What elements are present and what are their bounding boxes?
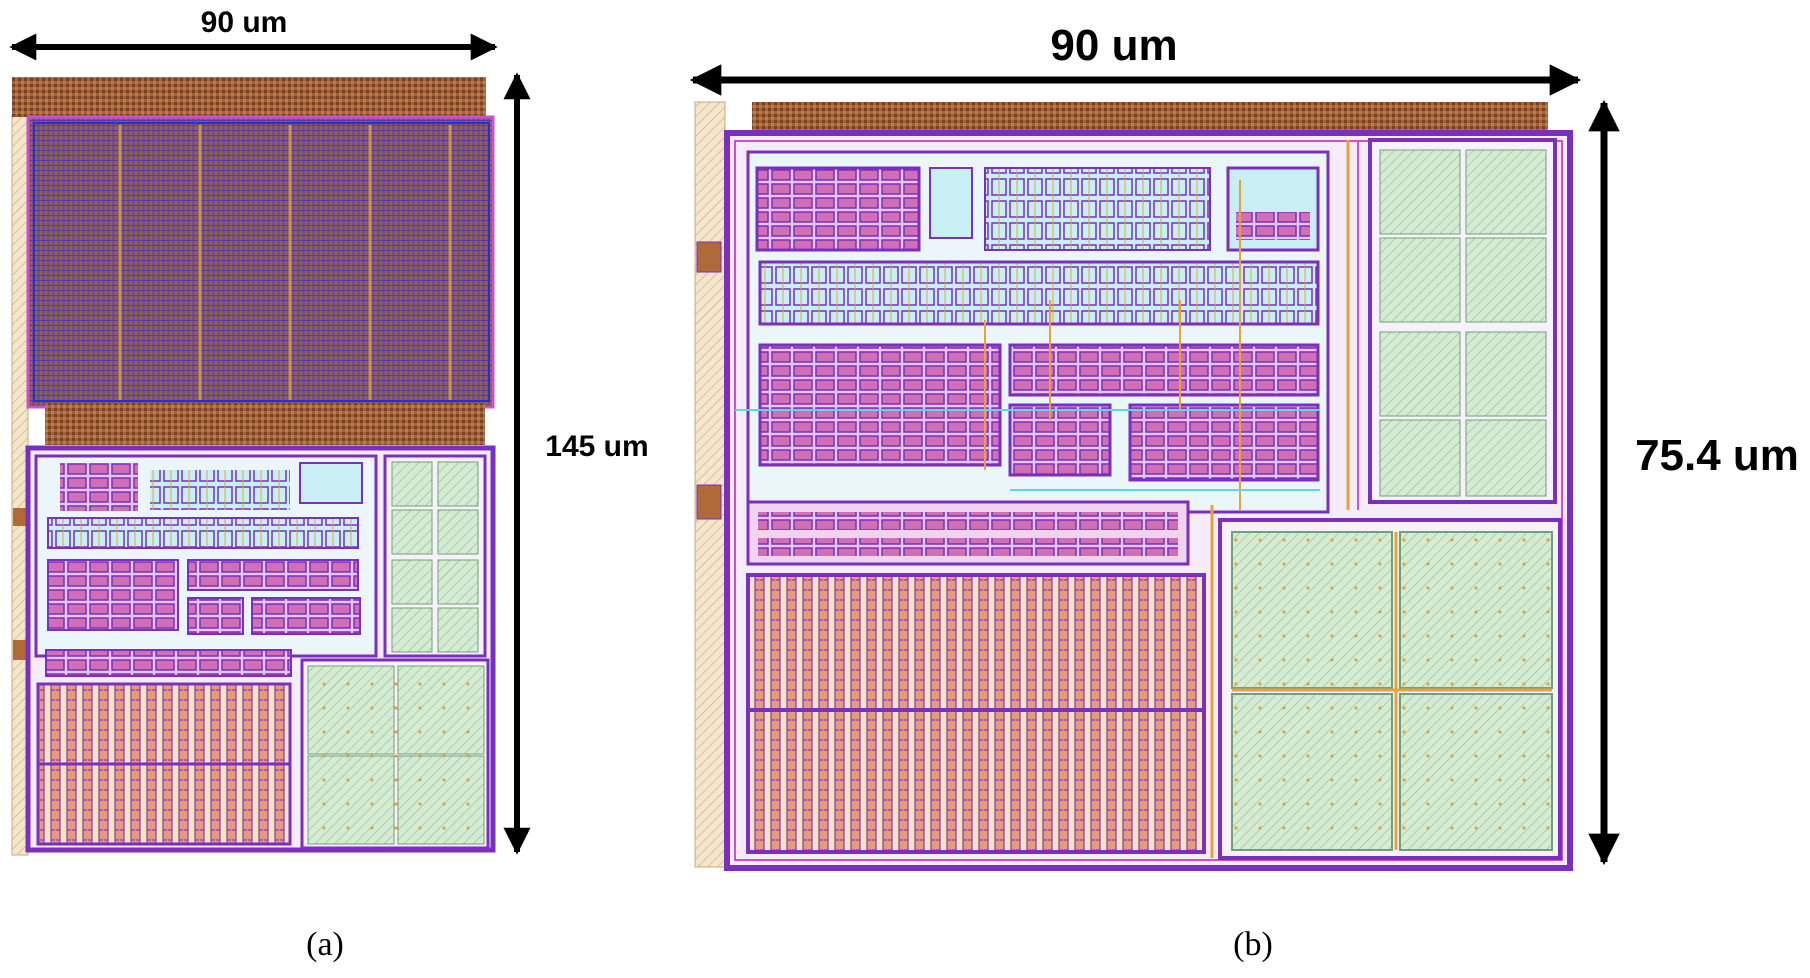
height-label-b: 75.4 um — [1635, 431, 1799, 480]
finger-array-b — [746, 573, 1206, 854]
logic-row-b — [758, 260, 1320, 326]
pad-grid-lower-b — [1218, 518, 1562, 860]
pad-grid-upper-a — [383, 454, 487, 658]
panel-b: 90 um 75.4 um — [689, 21, 1799, 963]
mid-mesh-band-a — [45, 403, 485, 445]
pad-grid-lower-a — [300, 658, 490, 850]
cap-bank-b — [755, 166, 921, 252]
panel-a: 90 um 145 um — [9, 6, 649, 963]
top-mesh-band-a — [12, 77, 486, 117]
caption-a: (a) — [306, 926, 344, 963]
width-label-b: 90 um — [1050, 21, 1177, 70]
top-mesh-band-b — [752, 102, 1548, 132]
caption-b: (b) — [1233, 926, 1273, 963]
height-label-a: 145 um — [545, 430, 648, 463]
memory-array-a — [26, 115, 495, 409]
pad-grid-upper-b — [1368, 138, 1557, 504]
width-label-a: 90 um — [201, 6, 288, 39]
